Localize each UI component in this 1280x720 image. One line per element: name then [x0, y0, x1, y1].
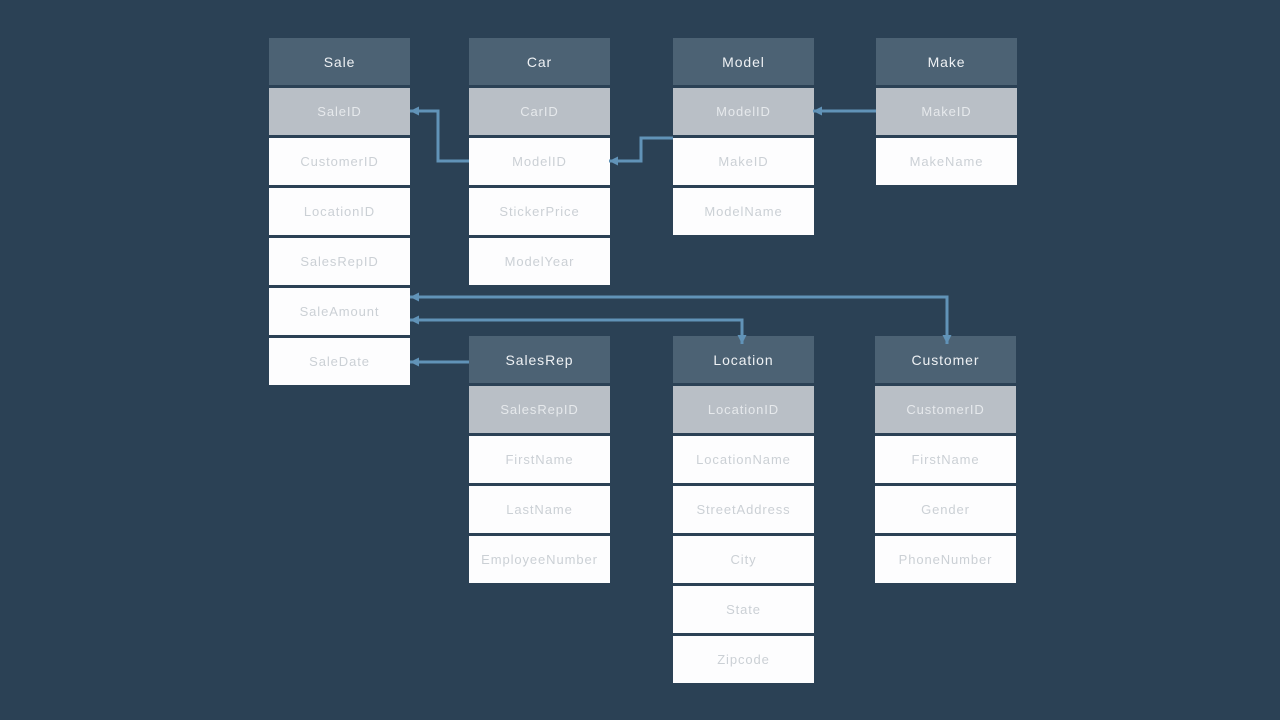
field-city: City — [673, 536, 814, 583]
field-streetaddress: StreetAddress — [673, 486, 814, 533]
pk-field-saleid: SaleID — [269, 88, 410, 135]
field-makename: MakeName — [876, 138, 1017, 185]
field-gender: Gender — [875, 486, 1016, 533]
field-locationid: LocationID — [269, 188, 410, 235]
connector-arrow-tip-sale-saleid — [410, 106, 419, 116]
field-stickerprice: StickerPrice — [469, 188, 610, 235]
pk-field-makeid: MakeID — [876, 88, 1017, 135]
field-saledate: SaleDate — [269, 338, 410, 385]
table-title-salesrep: SalesRep — [469, 336, 610, 383]
field-salesrepid: SalesRepID — [269, 238, 410, 285]
pk-field-salesrepid: SalesRepID — [469, 386, 610, 433]
field-firstname: FirstName — [875, 436, 1016, 483]
connector-arrow-tip-sale-customer — [410, 292, 419, 302]
pk-field-locationid: LocationID — [673, 386, 814, 433]
table-title-model: Model — [673, 38, 814, 85]
field-makeid: MakeID — [673, 138, 814, 185]
connector-arrow-tip-sale-location — [410, 315, 419, 325]
table-title-customer: Customer — [875, 336, 1016, 383]
connector-sale-to-car — [410, 109, 469, 163]
connector-arrow-tip-model-modelid — [813, 106, 822, 116]
field-saleamount: SaleAmount — [269, 288, 410, 335]
field-customerid: CustomerID — [269, 138, 410, 185]
pk-field-carid: CarID — [469, 88, 610, 135]
table-title-make: Make — [876, 38, 1017, 85]
table-title-location: Location — [673, 336, 814, 383]
connector-arrow-tip-car-modelid — [609, 156, 618, 166]
pk-field-modelid: ModelID — [673, 88, 814, 135]
field-lastname: LastName — [469, 486, 610, 533]
field-zipcode: Zipcode — [673, 636, 814, 683]
field-state: State — [673, 586, 814, 633]
field-modelid: ModelID — [469, 138, 610, 185]
table-title-car: Car — [469, 38, 610, 85]
field-phonenumber: PhoneNumber — [875, 536, 1016, 583]
field-modelyear: ModelYear — [469, 238, 610, 285]
field-employeenumber: EmployeeNumber — [469, 536, 610, 583]
field-locationname: LocationName — [673, 436, 814, 483]
connector-arrow-tip-sale-salesrep — [410, 357, 419, 367]
table-title-sale: Sale — [269, 38, 410, 85]
field-modelname: ModelName — [673, 188, 814, 235]
field-firstname: FirstName — [469, 436, 610, 483]
pk-field-customerid: CustomerID — [875, 386, 1016, 433]
connector-car-to-model — [609, 136, 673, 163]
